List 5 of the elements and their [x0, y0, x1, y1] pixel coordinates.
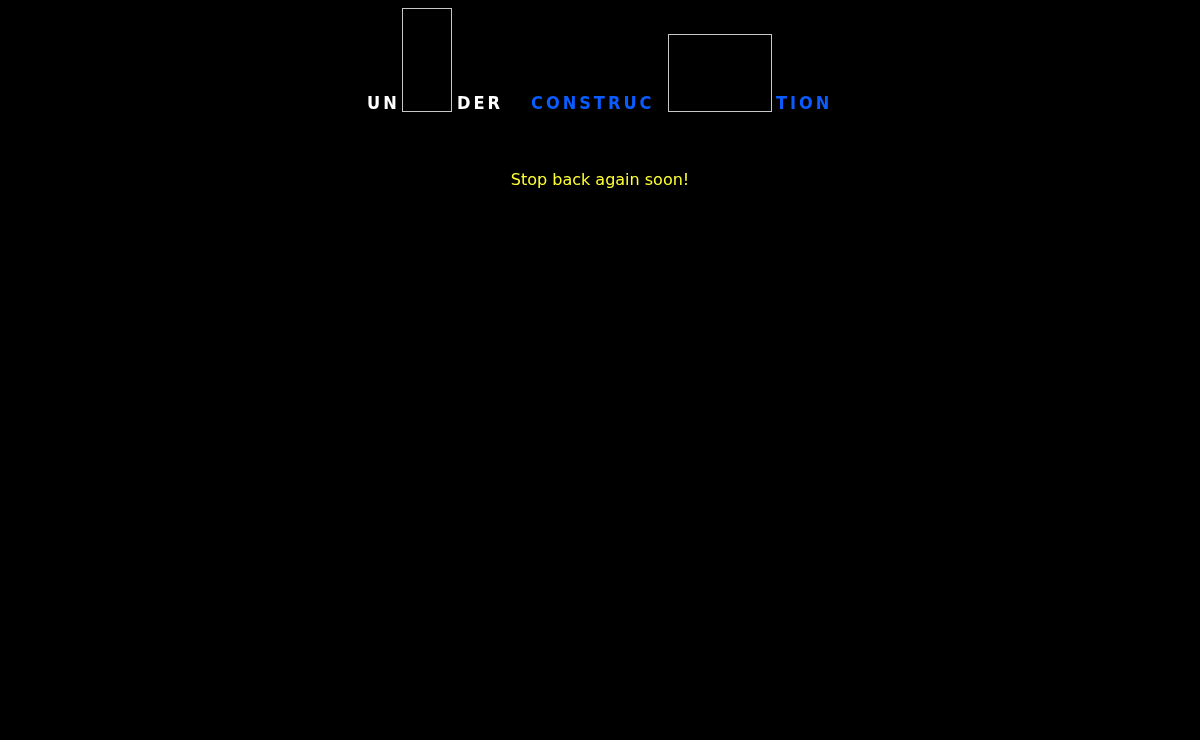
heading-word: TION — [776, 91, 833, 115]
heading-word: DER — [457, 91, 503, 115]
heading-word: CONSTRUC — [531, 91, 655, 115]
heading-word: UN — [367, 91, 400, 115]
message-text: Stop back again soon! — [510, 170, 690, 189]
